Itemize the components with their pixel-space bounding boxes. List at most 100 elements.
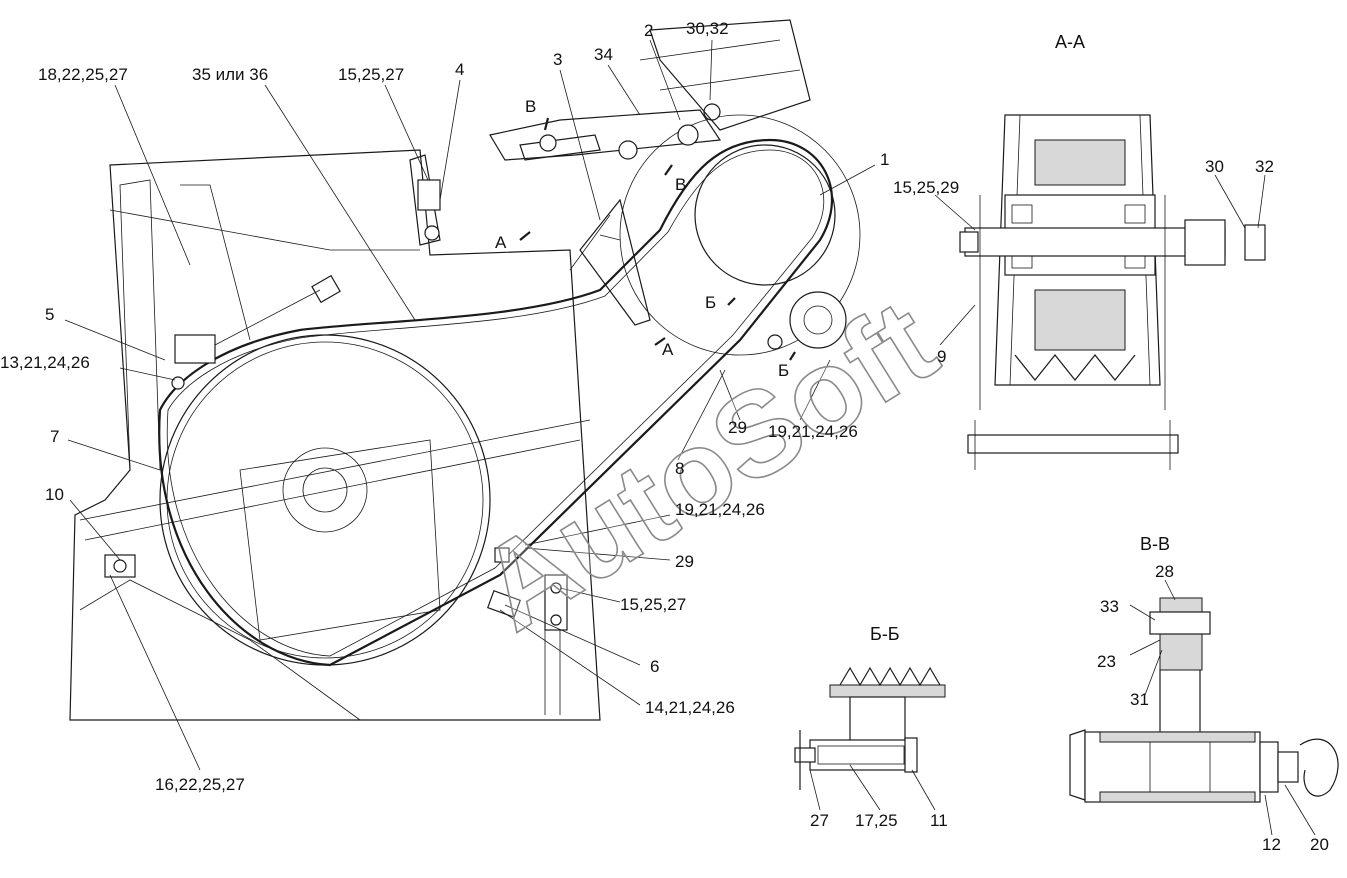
cable [214, 289, 321, 346]
callout-29-b: 29 [675, 552, 694, 571]
aa-web-bottom [1034, 289, 1126, 351]
aa-pulley-outline [994, 114, 1161, 386]
frame-rail-2 [84, 439, 581, 541]
callout-15-25-29: 15,25,29 [893, 178, 959, 197]
callout-19-21-24-26-b: 19,21,24,26 [675, 500, 765, 519]
aa-hub-nut [1184, 219, 1226, 266]
upper-pulley-ghost [619, 114, 861, 356]
callout-4: 4 [455, 60, 464, 79]
upper-bracket-edge [639, 39, 801, 91]
belt-clip [494, 547, 510, 563]
vv-nut [1259, 741, 1279, 793]
callout-34: 34 [594, 45, 613, 64]
bracket-4-bolt [424, 225, 440, 241]
generator [789, 291, 847, 349]
pivot-a [618, 140, 638, 160]
bracket-4 [409, 154, 441, 246]
vv-bolt [1149, 611, 1211, 635]
section-aa-view [934, 114, 1266, 470]
bb-sleeve [809, 739, 911, 771]
callout-7: 7 [50, 427, 59, 446]
bb-pin [817, 745, 905, 765]
cut-mark-v-top [543, 117, 550, 131]
callout-29-a: 29 [728, 418, 747, 437]
generator-hub [803, 305, 833, 335]
aa-leaders [934, 174, 1266, 346]
leader-lines [64, 39, 876, 771]
bb-leaders [809, 764, 936, 811]
callout-10: 10 [45, 485, 64, 504]
callout-14-21-24-26: 14,21,24,26 [645, 698, 735, 717]
watermark-text: AutoSoft [457, 274, 958, 656]
vv-end [1277, 751, 1299, 783]
section-vv-view [1069, 579, 1339, 836]
callout-11: 11 [930, 811, 948, 830]
cut-letter-a-top: А [495, 233, 507, 252]
bb-bracket [849, 696, 906, 743]
vv-core [1149, 741, 1211, 793]
idler-roller [767, 334, 783, 350]
callout-28: 28 [1155, 562, 1174, 581]
section-title-aa: А-А [1055, 32, 1085, 52]
vv-handle [1069, 729, 1086, 801]
drive-belt [158, 138, 833, 667]
callout-6: 6 [650, 657, 659, 676]
callout-30-32-top: 30,32 [686, 19, 729, 38]
callout-30: 30 [1205, 157, 1224, 176]
aa-grooves [1014, 354, 1136, 381]
cut-mark-v-bottom [664, 164, 673, 176]
callout-27: 27 [810, 811, 829, 830]
callout-12: 12 [1262, 835, 1281, 854]
lever-3 [579, 198, 651, 326]
section-title-bb: Б-Б [870, 624, 900, 644]
aa-end-nut [1244, 224, 1266, 261]
cut-letter-b-top: Б [705, 293, 716, 312]
callout-8: 8 [675, 459, 684, 478]
cut-mark-a-top [519, 231, 531, 241]
bb-pin-end [794, 747, 816, 763]
callout-23: 23 [1097, 652, 1116, 671]
frame-strut [180, 184, 251, 341]
callout-20: 20 [1310, 835, 1329, 854]
sensor-block [174, 334, 216, 364]
callout-15-25-27-mid: 15,25,27 [620, 595, 686, 614]
vv-clip [1299, 738, 1339, 797]
lock-nut [703, 103, 721, 121]
callout-15-25-27-top: 15,25,27 [338, 65, 404, 84]
aa-shaft [964, 227, 1226, 257]
callout-17-25: 17,25 [855, 811, 898, 830]
vv-leaders [1129, 579, 1316, 836]
callout-18-22-25-27: 18,22,25,27 [38, 65, 128, 84]
drive-belt-inner [166, 149, 825, 657]
aa-bearing-1 [1011, 204, 1033, 224]
callout-5: 5 [45, 305, 54, 324]
bottom-bolt-left [113, 559, 127, 573]
bb-belt-teeth [839, 666, 941, 687]
upper-bracket [649, 19, 811, 131]
guard-plate [239, 439, 441, 641]
pulley-bore [302, 467, 348, 513]
callout-32: 32 [1255, 157, 1274, 176]
bracket-4-plate [417, 179, 441, 211]
main-view [64, 19, 876, 771]
pulley-hub [282, 447, 368, 533]
aa-web-top [1034, 139, 1126, 186]
vv-hub-top [1099, 731, 1256, 743]
aa-rail [967, 434, 1179, 454]
cut-letter-v-top: В [525, 97, 536, 116]
housing-edge [109, 209, 420, 251]
callout-35-or-36: 35 или 36 [192, 65, 268, 84]
callout-31: 31 [1130, 690, 1149, 709]
vv-hub-bottom [1099, 791, 1256, 803]
clamp-bolt-2 [550, 614, 562, 626]
lower-brace [79, 579, 361, 721]
callout-9: 9 [937, 347, 946, 366]
cut-mark-a-bottom [654, 337, 666, 346]
callout-2: 2 [644, 21, 653, 40]
tension-link [519, 134, 601, 161]
callout-33: 33 [1100, 597, 1119, 616]
bb-belt-base [829, 684, 946, 698]
callout-13-21-24-26: 13,21,24,26 [0, 353, 90, 372]
aa-bearing-2 [1124, 204, 1146, 224]
section-title-vv: В-В [1140, 534, 1170, 554]
